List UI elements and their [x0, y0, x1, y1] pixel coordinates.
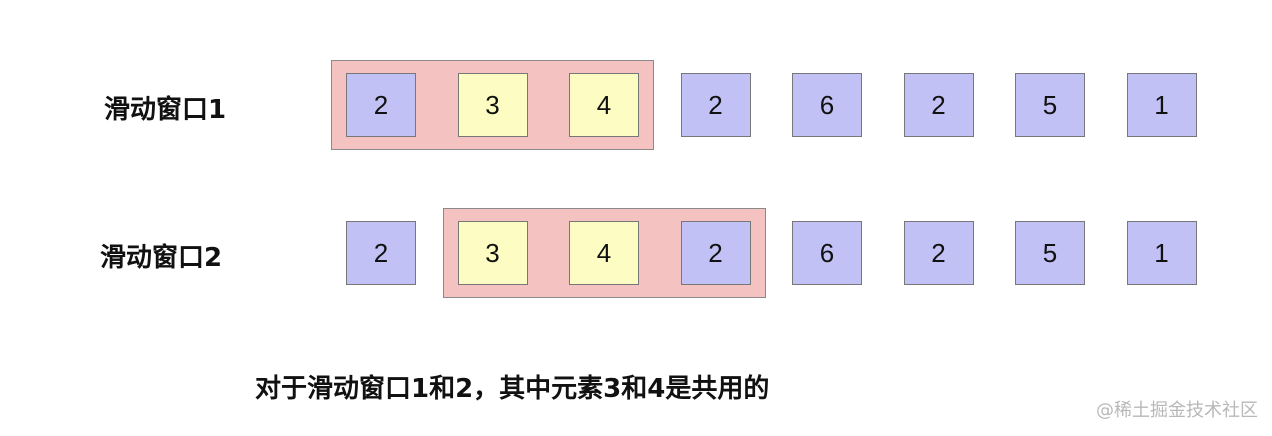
array-cell: 1: [1126, 221, 1197, 285]
array-cell: 1: [1126, 73, 1197, 137]
array-cell: 2: [680, 221, 751, 285]
array-cell: 3: [457, 73, 528, 137]
array-cell: 3: [457, 221, 528, 285]
watermark: @稀土掘金技术社区: [1096, 400, 1258, 421]
row-label-1: 滑动窗口1: [104, 95, 227, 125]
array-cell: 5: [1015, 73, 1085, 137]
array-cell: 4: [569, 73, 639, 137]
array-cell: 2: [346, 221, 416, 285]
array-cell: 2: [903, 73, 974, 137]
array-cell: 2: [680, 73, 751, 137]
array-cell: 2: [903, 221, 974, 285]
array-cell: 5: [1015, 221, 1085, 285]
array-cell: 6: [792, 221, 862, 285]
array-cell: 6: [792, 73, 862, 137]
array-cell: 2: [346, 73, 416, 137]
array-cell: 4: [569, 221, 639, 285]
row-label-2: 滑动窗口2: [100, 243, 223, 273]
caption: 对于滑动窗口1和2，其中元素3和4是共用的: [255, 374, 770, 404]
